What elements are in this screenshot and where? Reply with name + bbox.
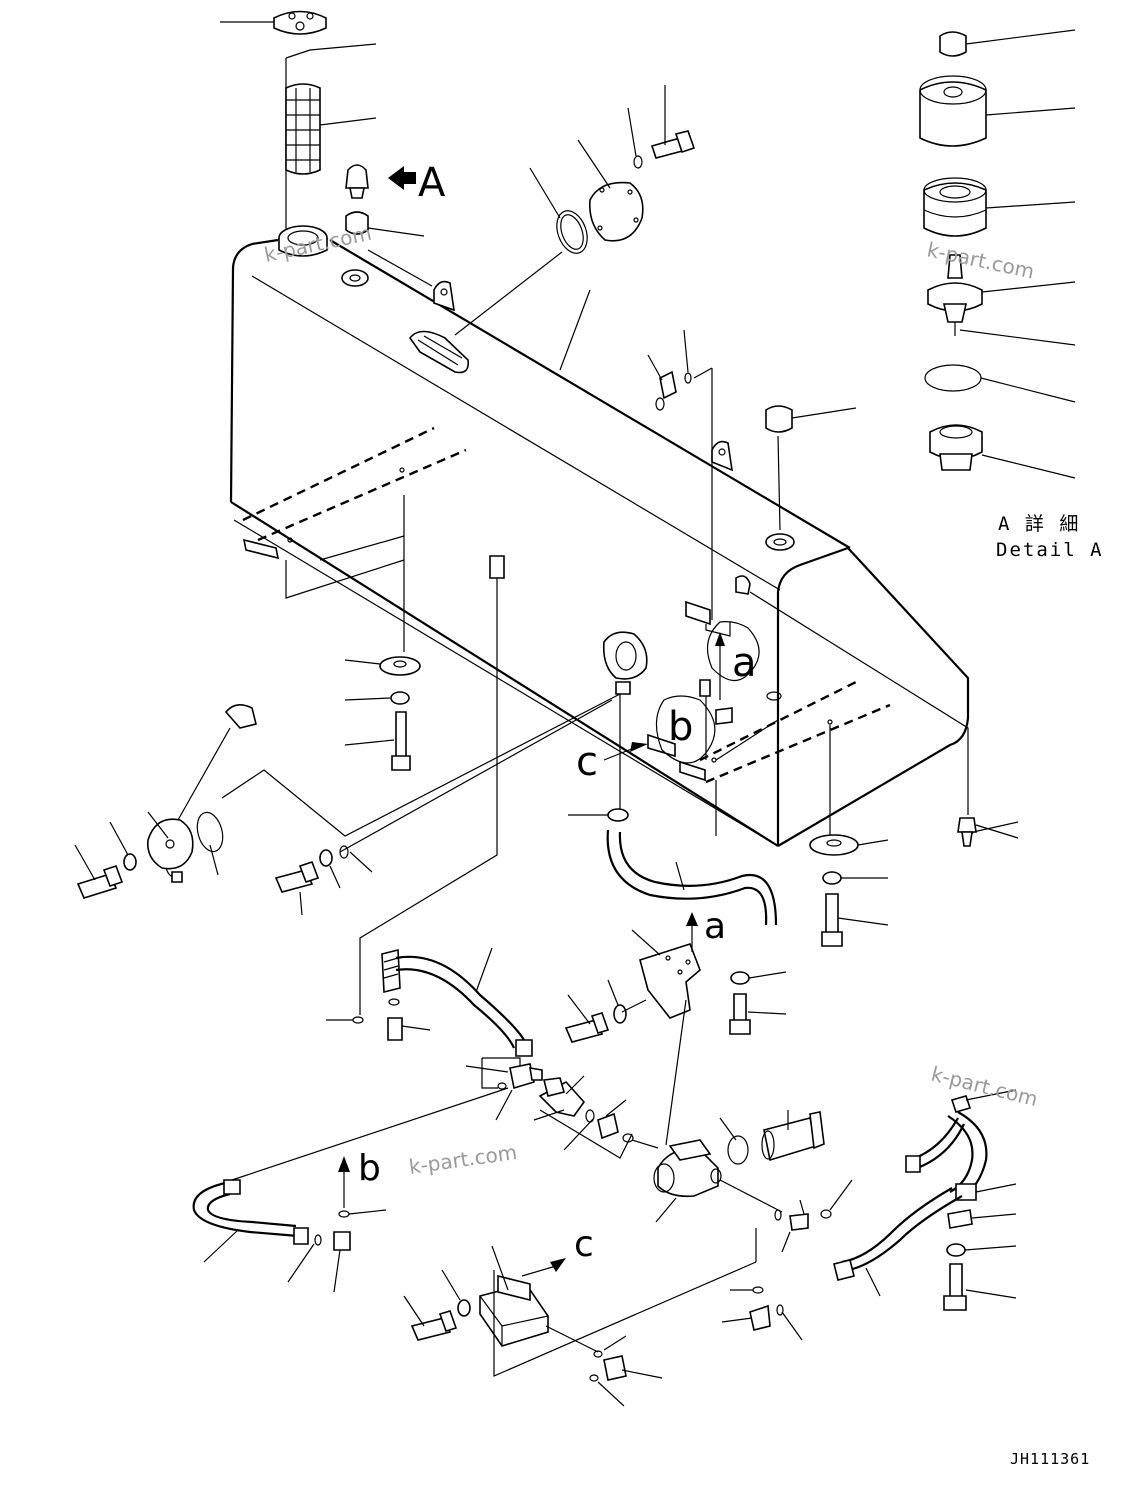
ref-b-tank: b: [668, 704, 693, 750]
drawing-number: JH111361: [1010, 1450, 1090, 1468]
return-hose-right: [721, 1089, 1017, 1341]
ref-c-block: c: [574, 1224, 594, 1265]
tank-references: a b c: [576, 329, 969, 815]
valve-fittings: [465, 1057, 659, 1159]
watermark: k-part.com: [925, 237, 1037, 283]
tank-mount-left: [285, 495, 421, 771]
fuel-filter: [653, 1110, 853, 1262]
hose-b: b: [192, 1087, 509, 1293]
drain-plug: [765, 405, 857, 531]
ref-c-tank: c: [576, 739, 598, 785]
mounting-bracket: a: [564, 906, 787, 1146]
ref-a-bracket: a: [704, 906, 726, 947]
tank-mount-right: [715, 725, 1019, 947]
detail-a-japanese: A 詳 細: [998, 513, 1080, 535]
detail-a-english: Detail A: [996, 539, 1104, 561]
watermark: k-part.com: [407, 1140, 518, 1179]
filler-strainer-assembly: [220, 10, 377, 257]
fuel-gauge-sender: [74, 693, 621, 899]
fuel-tank: [229, 238, 970, 847]
inspection-cover: [454, 85, 696, 371]
mounting-block-c: c: [403, 1224, 757, 1407]
supply-hose-left: [326, 947, 533, 1057]
detail-a: A 詳 細 Detail A: [919, 29, 1104, 561]
drain-hose: [568, 808, 778, 926]
pump-flange: [339, 631, 648, 853]
ref-b-hose: b: [358, 1148, 381, 1189]
ref-a-tank: a: [732, 640, 757, 686]
arrow-a-label: A: [418, 160, 446, 206]
watermark: k-part.com: [929, 1062, 1040, 1112]
bolt-set-center: [274, 555, 505, 1015]
breather-valve: A: [341, 160, 446, 287]
